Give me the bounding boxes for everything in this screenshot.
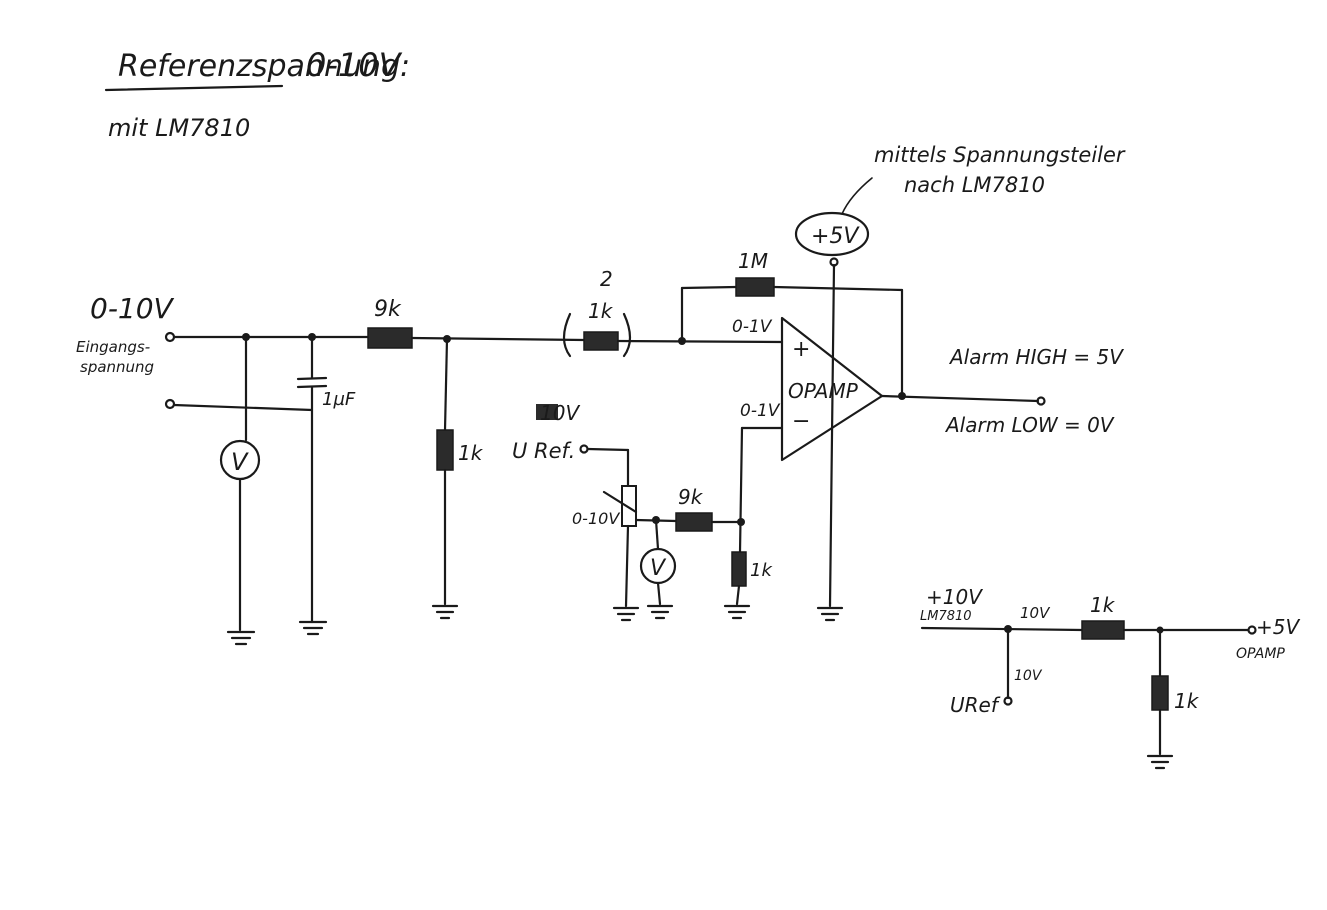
opamp-minus-voltage: 0-1V: [740, 401, 781, 421]
divider-resistor-top: [1081, 620, 1125, 640]
divider-resistor-bottom: [1151, 675, 1169, 711]
ground-symbol: [298, 620, 328, 636]
pot-lead-bottom: [624, 524, 630, 608]
output-high-label: Alarm HIGH = 5V: [948, 345, 1124, 369]
opamp-plus: +: [792, 337, 810, 362]
ground-symbol: [1146, 754, 1174, 770]
opamp-plus-voltage: 0-1V: [732, 317, 773, 337]
resistor-1k-shunt-label: 1k: [458, 441, 484, 465]
title-subtitle: mit LM7810: [108, 114, 250, 142]
paren-left: [562, 312, 572, 358]
annotation-line1: mittels Spannungsteiler: [874, 143, 1126, 167]
wire-to-opamp-resistor: [410, 336, 586, 342]
divider-node-voltage: 10V: [1020, 604, 1051, 622]
cap-plate-top: [296, 376, 328, 381]
ref-shunt-lead-bottom: [735, 584, 741, 606]
voltmeter-input-label: V: [231, 448, 249, 476]
divider-supply-label: +10V: [926, 585, 983, 609]
voltmeter-ref-label: V: [650, 556, 667, 581]
feedback-wire-right: [772, 285, 904, 292]
opamp-supply-line: [828, 263, 836, 608]
resistor-1k-opamp-mark: 2: [600, 267, 613, 291]
shunt-lead-top: [443, 337, 449, 432]
pot-wiper-arrow: [602, 490, 638, 514]
title-underline: [104, 84, 284, 92]
potentiometer: [621, 485, 637, 527]
ground-symbol: [226, 630, 256, 646]
ref-wire-h: [586, 447, 630, 452]
divider-tap-label: URef: [950, 693, 1001, 717]
resistor-1m-feedback: [735, 277, 775, 297]
ref-label: U Ref.: [512, 439, 575, 463]
ground-symbol: [816, 606, 844, 622]
opamp-label: OPAMP: [788, 379, 859, 403]
annotation-line2: nach LM7810: [904, 173, 1045, 197]
resistor-9k-input-label: 9k: [374, 297, 402, 322]
resistor-1k-opamp-label: 1k: [588, 299, 614, 323]
divider-out-label: +5V: [1256, 615, 1300, 639]
title-text: Referenzspannung:: [118, 49, 410, 84]
divider-resistor-top-label: 1k: [1090, 593, 1116, 617]
divider-rail-left: [920, 626, 1084, 632]
input-bottom-rail: [172, 403, 314, 412]
divider-tap-terminal: [1003, 696, 1013, 706]
ref-meter-lead-top: [654, 518, 660, 551]
paren-right: [622, 312, 632, 358]
resistor-1k-ref-label: 1k: [750, 560, 773, 581]
junction-output: [898, 392, 906, 400]
wire-to-plus: [616, 339, 784, 344]
ground-symbol: [431, 604, 459, 620]
annotation-bubble: [794, 211, 870, 257]
cap-label: 1µF: [322, 389, 356, 410]
input-terminal-top: [164, 331, 176, 343]
resistor-9k-ref: [675, 512, 713, 532]
ref-voltage-scribble: [536, 404, 558, 420]
resistor-9k-ref-label: 9k: [678, 485, 704, 509]
resistor-1k-opamp: [583, 331, 619, 351]
resistor-9k-input: [367, 327, 413, 349]
input-voltage-label: 0-10V: [90, 292, 175, 325]
output-terminal: [1036, 396, 1046, 406]
title-value: 0-10V: [306, 46, 403, 84]
ref-meter-lead-bottom: [656, 581, 662, 606]
divider-resistor-bottom-label: 1k: [1174, 689, 1200, 713]
input-label-line1: Eingangs-: [76, 338, 150, 356]
annotation-bubble-text: +5V: [811, 224, 860, 249]
divider-out-sub: OPAMP: [1236, 646, 1285, 662]
ground-symbol: [723, 604, 751, 620]
divider-supply-sub: LM7810: [920, 609, 972, 624]
minus-wire-v: [738, 426, 744, 554]
output-wire: [880, 394, 1040, 403]
opamp-minus: −: [792, 409, 810, 434]
divider-out-terminal: [1247, 625, 1257, 635]
resistor-1k-ref: [731, 551, 747, 587]
input-label-line2: spannung: [80, 358, 154, 376]
ref-voltage-label: 10V: [540, 401, 580, 425]
annotation-pointer: [841, 177, 873, 215]
feedback-wire-left: [680, 285, 738, 290]
ground-symbol: [646, 604, 674, 620]
pot-label: 0-10V: [572, 509, 620, 528]
resistor-1m-feedback-label: 1M: [738, 249, 768, 273]
input-terminal-bottom: [164, 398, 176, 410]
ref-terminal: [579, 444, 589, 454]
divider-tap-voltage: 10V: [1014, 668, 1043, 684]
output-low-label: Alarm LOW = 0V: [944, 413, 1115, 437]
ground-symbol: [612, 606, 640, 622]
resistor-1k-shunt: [436, 429, 454, 471]
